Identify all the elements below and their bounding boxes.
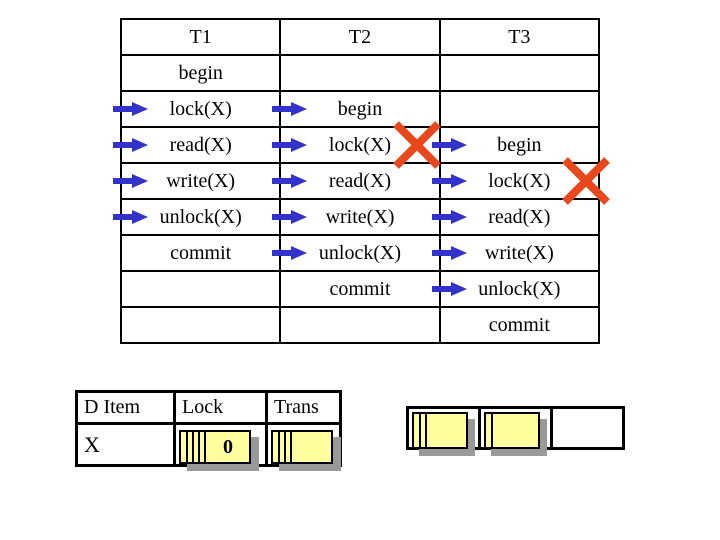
trans-value-cell <box>265 422 342 467</box>
record-boxes <box>406 406 625 450</box>
stacked-sheet-edge <box>419 414 421 447</box>
lock-record-stack-icon: 0 <box>179 430 251 464</box>
schedule-cell: begin <box>272 90 441 128</box>
stacked-sheet-edge <box>278 432 280 462</box>
rejected-cross-icon <box>391 120 443 170</box>
operation-label: commit <box>488 313 550 336</box>
schedule-cell: lock(X) <box>272 121 441 169</box>
stacked-sheet-edge <box>425 414 427 447</box>
schedule-cell: unlock(X) <box>113 198 282 236</box>
lock-value: 0 <box>223 436 233 458</box>
schedule-cell: commit <box>279 270 441 308</box>
stacked-sheet-edge <box>491 414 493 447</box>
record-box-cell <box>409 409 481 449</box>
trans-record-stack-icon <box>271 430 333 464</box>
current-step-arrow-icon <box>272 209 308 225</box>
current-step-arrow-icon <box>272 173 308 189</box>
column-header-t1: T1 <box>119 18 282 56</box>
current-step-arrow-icon <box>113 137 149 153</box>
rejected-cross-icon <box>560 156 612 206</box>
column-header-t3: T3 <box>438 18 601 56</box>
operation-label: begin <box>337 97 383 120</box>
schedule-cell: write(X) <box>113 162 282 200</box>
operation-label: lock(X) <box>488 169 551 192</box>
lock-table-header-trans: Trans <box>265 390 342 425</box>
schedule-cell: read(X) <box>272 162 441 200</box>
schedule-row: commit unlock(X) <box>119 270 601 308</box>
schedule-cell: read(X) <box>113 126 282 164</box>
schedule-cell: begin <box>431 126 601 164</box>
current-step-arrow-icon <box>431 245 468 261</box>
lock-value-cell: 0 <box>173 422 268 467</box>
operation-label: begin <box>178 61 223 84</box>
current-step-arrow-icon <box>431 137 468 153</box>
stacked-sheet-edge <box>284 432 286 462</box>
operation-label: unlock(X) <box>159 205 242 228</box>
operation-label: commit <box>170 241 232 264</box>
operation-label: unlock(X) <box>318 241 402 264</box>
schedule-row: read(X) lock(X) begin <box>113 121 601 169</box>
schedule-cell: unlock(X) <box>272 234 441 272</box>
schedule-cell <box>119 306 282 344</box>
stacked-sheet-edge <box>204 432 206 462</box>
current-step-arrow-icon <box>272 101 308 117</box>
schedule-cell <box>279 54 441 92</box>
record-box-cell <box>553 409 622 447</box>
operation-label: write(X) <box>166 169 236 192</box>
operation-label: commit <box>329 277 391 300</box>
current-step-arrow-icon <box>113 101 149 117</box>
stacked-sheet-edge <box>192 432 194 462</box>
operation-label: write(X) <box>484 241 554 264</box>
current-step-arrow-icon <box>113 209 149 225</box>
schedule-row: write(X) read(X) lock(X) <box>113 157 610 205</box>
current-step-arrow-icon <box>272 137 308 153</box>
lock-table-data-row: X 0 <box>75 422 342 467</box>
schedule-cell: commit <box>438 306 601 344</box>
record-stack-icon <box>412 412 468 449</box>
stacked-sheet-edge <box>198 432 200 462</box>
lock-table-header-ditem: D Item <box>75 390 176 425</box>
schedule-row: commit <box>119 306 601 344</box>
operation-label: read(X) <box>488 205 551 228</box>
column-header-t2: T2 <box>279 18 441 56</box>
schedule-cell <box>438 54 601 92</box>
current-step-arrow-icon <box>431 281 468 297</box>
schedule-cell: unlock(X) <box>431 270 601 308</box>
schedule-cell: write(X) <box>272 198 441 236</box>
schedule-cell: commit <box>119 234 282 272</box>
data-item-cell: X <box>75 422 176 467</box>
operation-label: lock(X) <box>169 97 232 120</box>
schedule-row: begin <box>119 54 601 92</box>
operation-label: lock(X) <box>328 133 392 156</box>
schedule-cell: begin <box>119 54 282 92</box>
lock-table-header-row: D Item Lock Trans <box>75 390 342 425</box>
lock-table: D Item Lock Trans X 0 <box>75 390 342 467</box>
schedule-cell: lock(X) <box>113 90 282 128</box>
stacked-sheet-edge <box>290 432 292 462</box>
current-step-arrow-icon <box>113 173 149 189</box>
operation-label: read(X) <box>169 133 232 156</box>
schedule-row: commit unlock(X) write(X) <box>119 234 601 272</box>
operation-label: unlock(X) <box>478 277 561 300</box>
operation-label: begin <box>497 133 542 156</box>
schedule-cell: write(X) <box>431 234 601 272</box>
operation-label: write(X) <box>325 205 395 228</box>
current-step-arrow-icon <box>272 245 308 261</box>
stacked-sheet-edge <box>186 432 188 462</box>
schedule-row: unlock(X) write(X) read(X) <box>113 198 601 236</box>
record-stack-icon <box>484 412 540 449</box>
operation-label: read(X) <box>328 169 392 192</box>
schedule-cell: read(X) <box>431 198 601 236</box>
record-box-cell <box>481 409 553 449</box>
schedule-row: lock(X) begin <box>113 90 601 128</box>
schedule-cell <box>279 306 441 344</box>
current-step-arrow-icon <box>431 173 468 189</box>
schedule-cell <box>119 270 282 308</box>
lock-table-header-lock: Lock <box>173 390 268 425</box>
schedule-cell: lock(X) <box>431 157 610 205</box>
schedule-cell <box>438 90 601 128</box>
current-step-arrow-icon <box>431 209 468 225</box>
